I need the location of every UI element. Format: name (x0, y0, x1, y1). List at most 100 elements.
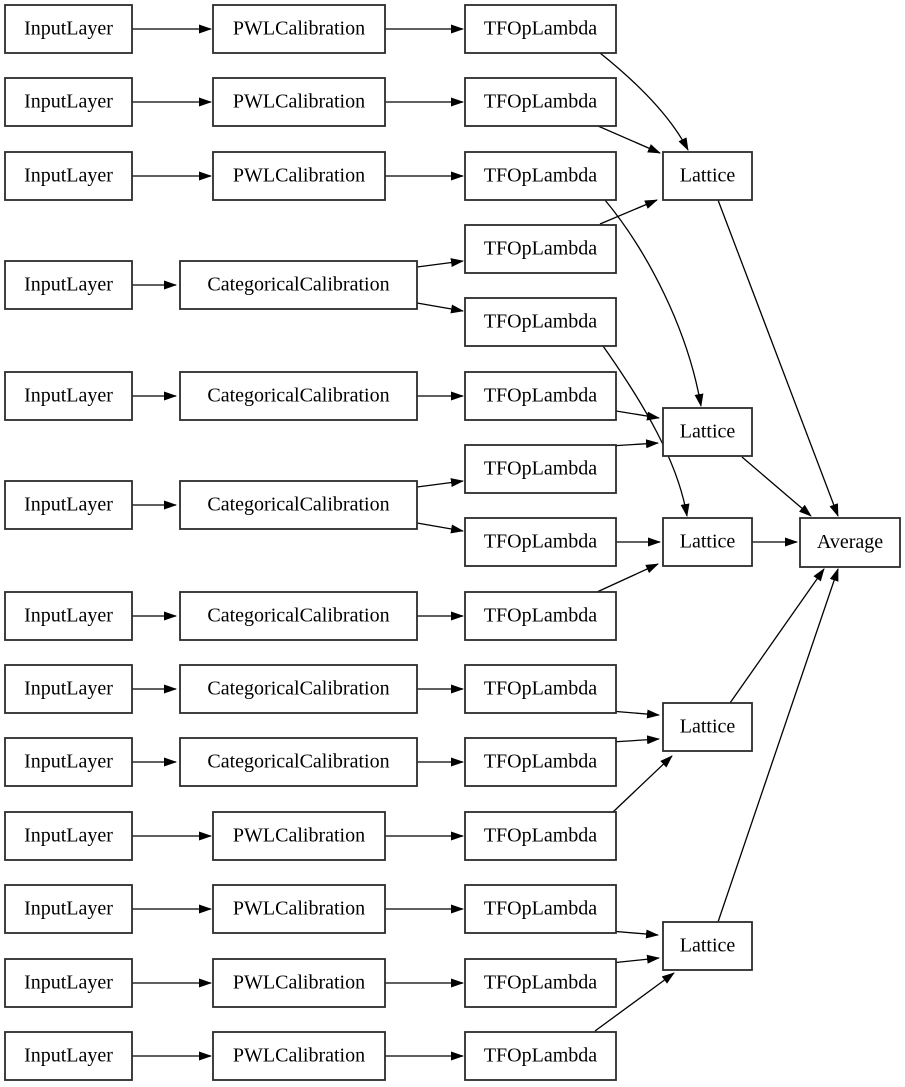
node-label-lambda-7: TFOpLambda (484, 458, 597, 480)
node-box-lambda-13 (464, 884, 617, 934)
node-label-input-2: InputLayer (24, 91, 113, 113)
node-box-cat-2 (179, 371, 418, 421)
node-box-input-4 (4, 260, 133, 310)
node-box-lambda-12 (464, 811, 617, 861)
node-cat-3: CategoricalCalibration (179, 480, 418, 530)
node-box-lambda-8 (464, 517, 617, 567)
node-lambda-1: TFOpLambda (464, 4, 617, 54)
node-lattice-4: Lattice (662, 702, 753, 752)
node-label-lambda-6: TFOpLambda (484, 385, 597, 407)
node-box-input-3 (4, 151, 133, 201)
node-label-pwl-3: PWLCalibration (233, 165, 365, 187)
node-pwl-5: PWLCalibration (212, 884, 386, 934)
node-label-lambda-10: TFOpLambda (484, 678, 597, 700)
node-box-lattice-5 (662, 921, 753, 971)
node-box-lambda-14 (464, 958, 617, 1008)
node-pwl-6: PWLCalibration (212, 958, 386, 1008)
edge-lambda-5-to-lattice-3 (602, 345, 690, 517)
node-pwl-7: PWLCalibration (212, 1031, 386, 1081)
node-label-pwl-2: PWLCalibration (233, 91, 365, 113)
node-box-pwl-5 (212, 884, 386, 934)
node-label-lambda-14: TFOpLambda (484, 972, 597, 994)
edge-lambda-1-to-lattice-1 (599, 52, 689, 151)
node-box-lambda-6 (464, 371, 617, 421)
node-label-lambda-15: TFOpLambda (484, 1045, 597, 1067)
node-input-5: InputLayer (4, 371, 133, 421)
node-box-pwl-2 (212, 77, 386, 127)
edge-lambda-13-to-lattice-5 (609, 929, 659, 939)
node-label-pwl-7: PWLCalibration (233, 1045, 365, 1067)
node-label-lambda-9: TFOpLambda (484, 605, 597, 627)
node-lambda-9: TFOpLambda (464, 591, 617, 641)
node-box-lattice-2 (662, 407, 753, 457)
node-box-lambda-7 (464, 444, 617, 494)
node-label-cat-3: CategoricalCalibration (207, 494, 389, 516)
node-pwl-4: PWLCalibration (212, 811, 386, 861)
node-cat-5: CategoricalCalibration (179, 664, 418, 714)
node-box-pwl-4 (212, 811, 386, 861)
edge-lattice-4-to-average (729, 568, 825, 704)
node-label-lambda-5: TFOpLambda (484, 311, 597, 333)
node-box-cat-4 (179, 591, 418, 641)
node-box-cat-5 (179, 664, 418, 714)
node-label-pwl-5: PWLCalibration (233, 898, 365, 920)
node-label-lattice-2: Lattice (680, 421, 736, 443)
node-box-input-8 (4, 664, 133, 714)
edge-cat-1-to-lambda-4 (416, 258, 464, 268)
node-label-lambda-2: TFOpLambda (484, 91, 597, 113)
node-box-input-1 (4, 4, 133, 54)
node-input-4: InputLayer (4, 260, 133, 310)
edge-lambda-10-to-lattice-4 (609, 709, 660, 719)
node-box-lattice-4 (662, 702, 753, 752)
node-box-pwl-3 (212, 151, 386, 201)
node-cat-6: CategoricalCalibration (179, 737, 418, 787)
edge-cat-3-to-lambda-7 (416, 478, 464, 488)
node-pwl-1: PWLCalibration (212, 4, 386, 54)
node-box-input-12 (4, 958, 133, 1008)
node-input-9: InputLayer (4, 737, 133, 787)
node-label-input-13: InputLayer (24, 1045, 113, 1067)
node-box-input-5 (4, 371, 133, 421)
node-box-lambda-3 (464, 151, 617, 201)
node-label-lambda-4: TFOpLambda (484, 238, 597, 260)
node-average: Average (799, 517, 901, 568)
node-label-cat-4: CategoricalCalibration (207, 605, 389, 627)
node-cat-1: CategoricalCalibration (179, 260, 418, 310)
node-lambda-6: TFOpLambda (464, 371, 617, 421)
node-label-cat-1: CategoricalCalibration (207, 274, 389, 296)
node-box-lambda-4 (464, 224, 617, 274)
node-pwl-2: PWLCalibration (212, 77, 386, 127)
node-box-pwl-7 (212, 1031, 386, 1081)
node-input-2: InputLayer (4, 77, 133, 127)
node-box-lambda-5 (464, 297, 617, 347)
node-lambda-13: TFOpLambda (464, 884, 617, 934)
node-input-6: InputLayer (4, 480, 133, 530)
node-label-input-6: InputLayer (24, 494, 113, 516)
node-label-lattice-3: Lattice (680, 531, 736, 553)
edge-lambda-12-to-lattice-4 (612, 755, 673, 813)
node-label-cat-2: CategoricalCalibration (207, 385, 389, 407)
node-lambda-14: TFOpLambda (464, 958, 617, 1008)
node-box-pwl-6 (212, 958, 386, 1008)
node-label-lambda-13: TFOpLambda (484, 898, 597, 920)
node-lambda-5: TFOpLambda (464, 297, 617, 347)
node-label-input-9: InputLayer (24, 751, 113, 773)
node-box-cat-3 (179, 480, 418, 530)
node-label-input-3: InputLayer (24, 165, 113, 187)
node-input-8: InputLayer (4, 664, 133, 714)
node-lambda-7: TFOpLambda (464, 444, 617, 494)
edge-lambda-2-to-lattice-1 (597, 125, 661, 154)
node-label-input-8: InputLayer (24, 678, 113, 700)
edge-lambda-9-to-lattice-3 (596, 563, 659, 593)
edge-lambda-15-to-lattice-5 (594, 972, 675, 1032)
node-label-input-10: InputLayer (24, 825, 113, 847)
node-label-input-5: InputLayer (24, 385, 113, 407)
node-box-input-9 (4, 737, 133, 787)
node-input-3: InputLayer (4, 151, 133, 201)
edge-lambda-7-to-lattice-2 (609, 439, 659, 449)
node-lambda-11: TFOpLambda (464, 737, 617, 787)
edge-lattice-1-to-average (717, 199, 839, 517)
node-box-lambda-15 (464, 1031, 617, 1081)
node-lambda-2: TFOpLambda (464, 77, 617, 127)
